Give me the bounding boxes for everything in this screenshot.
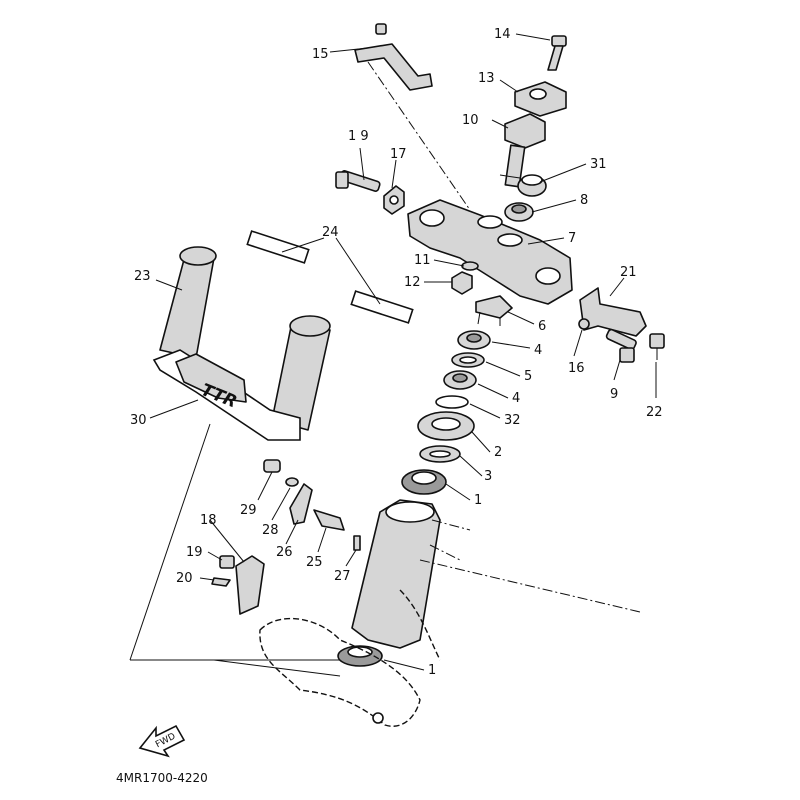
part-sensor-25[interactable] bbox=[313, 509, 345, 531]
callout-2: 2 bbox=[494, 445, 502, 460]
callout-22: 22 bbox=[646, 405, 663, 420]
callout-23: 23 bbox=[134, 269, 151, 284]
callout-leaders bbox=[130, 33, 657, 677]
callout-5: 5 bbox=[524, 369, 532, 384]
callout-3: 3 bbox=[484, 469, 492, 484]
part-bearing-cover-2[interactable] bbox=[417, 411, 475, 441]
part-bolt-14[interactable] bbox=[547, 35, 567, 71]
part-washer-28[interactable] bbox=[285, 477, 299, 487]
callout-31: 31 bbox=[590, 157, 607, 172]
callout-13: 13 bbox=[478, 71, 495, 86]
part-clip-20[interactable] bbox=[211, 577, 231, 587]
callout-28: 28 bbox=[262, 523, 279, 538]
part-bearing-1-lower[interactable] bbox=[337, 645, 383, 667]
part-steering-stem[interactable] bbox=[351, 499, 641, 649]
part-bolt-19-lower[interactable] bbox=[219, 555, 235, 569]
part-upper-bracket-7[interactable] bbox=[407, 199, 573, 305]
callout-14: 14 bbox=[494, 27, 511, 42]
callout-27: 27 bbox=[334, 569, 351, 584]
callout-18: 18 bbox=[200, 513, 217, 528]
callout-26: 26 bbox=[276, 545, 293, 560]
part-bearing-1-upper[interactable] bbox=[401, 469, 447, 495]
callout-1-lower: 1 bbox=[428, 663, 436, 678]
callout-9: 9 bbox=[610, 387, 618, 402]
part-bracket-26[interactable] bbox=[289, 483, 313, 525]
callout-17: 17 bbox=[390, 147, 407, 162]
callout-19-lower: 19 bbox=[186, 545, 203, 560]
callout-8: 8 bbox=[580, 193, 588, 208]
callout-15: 15 bbox=[312, 47, 329, 62]
part-bracket-21[interactable] bbox=[579, 287, 647, 337]
part-nut-12[interactable] bbox=[451, 271, 473, 295]
callout-20: 20 bbox=[176, 571, 193, 586]
callout-19-upper: 1 9 bbox=[348, 129, 369, 144]
part-bolt-19-upper[interactable] bbox=[335, 170, 381, 192]
callout-10: 10 bbox=[462, 113, 479, 128]
callout-21: 21 bbox=[620, 265, 637, 280]
part-handlebar-holder-10[interactable] bbox=[499, 113, 546, 188]
callout-7: 7 bbox=[568, 231, 576, 246]
part-bolt-29[interactable] bbox=[263, 459, 281, 473]
callout-1-upper: 1 bbox=[474, 493, 482, 508]
callout-11: 11 bbox=[414, 253, 431, 268]
callout-30: 30 bbox=[130, 413, 147, 428]
part-bolt-9[interactable] bbox=[605, 328, 637, 363]
callout-16: 16 bbox=[568, 361, 585, 376]
callout-labels: 15 14 13 10 31 8 7 11 12 1 9 17 21 16 9 … bbox=[130, 27, 663, 678]
fwd-arrow-icon: FWD bbox=[138, 724, 186, 758]
callout-25: 25 bbox=[306, 555, 323, 570]
part-stickers-24[interactable] bbox=[246, 230, 414, 324]
part-bracket-6[interactable] bbox=[475, 295, 513, 326]
part-emblem-30[interactable]: TTR bbox=[129, 349, 301, 661]
part-bolt-22[interactable] bbox=[649, 333, 665, 360]
part-bracket-18[interactable] bbox=[235, 555, 265, 615]
part-bracket-15[interactable] bbox=[354, 23, 471, 211]
callout-29: 29 bbox=[240, 503, 257, 518]
callout-6: 6 bbox=[538, 319, 546, 334]
callout-4-upper: 4 bbox=[534, 343, 542, 358]
part-nut-8[interactable] bbox=[504, 202, 534, 222]
callout-32: 32 bbox=[504, 413, 521, 428]
part-cap-31[interactable] bbox=[517, 174, 547, 197]
part-ring-nut-4-lower[interactable] bbox=[443, 370, 477, 390]
frame-outline bbox=[259, 589, 441, 727]
part-pin-27[interactable] bbox=[353, 535, 361, 551]
callout-12: 12 bbox=[404, 275, 421, 290]
part-washer-17[interactable] bbox=[383, 185, 405, 215]
callout-24: 24 bbox=[322, 225, 339, 240]
callout-4-lower: 4 bbox=[512, 391, 520, 406]
part-ring-nut-4-upper[interactable] bbox=[457, 330, 491, 350]
part-washer-11[interactable] bbox=[461, 261, 479, 271]
part-o-ring-32[interactable] bbox=[435, 395, 469, 409]
part-handlebar-upper-clamp-13[interactable] bbox=[514, 81, 567, 117]
catalog-code: 4MR1700-4220 bbox=[116, 771, 208, 785]
part-dust-seal-3[interactable] bbox=[419, 445, 461, 463]
part-washer-5[interactable] bbox=[451, 352, 485, 368]
part-washer-16[interactable] bbox=[578, 318, 590, 330]
